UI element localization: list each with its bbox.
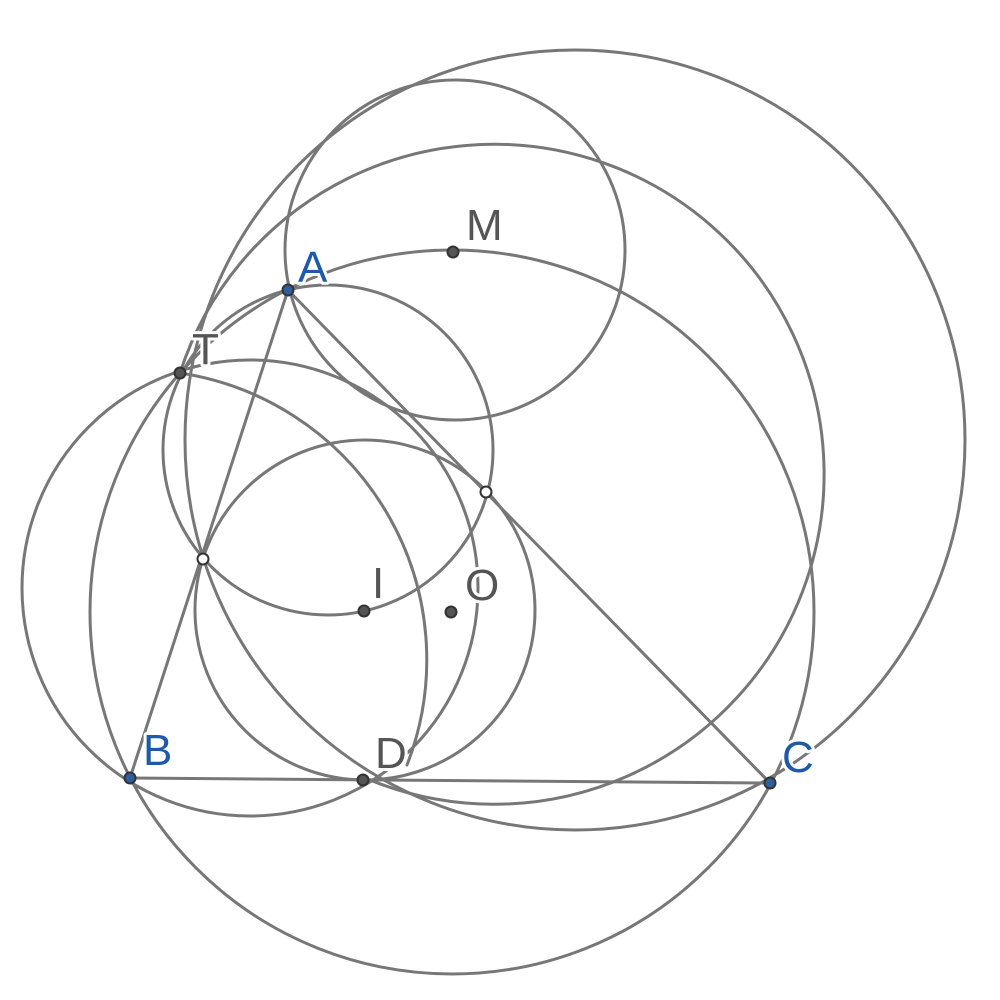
circle-left-through-b (20, 358, 480, 818)
point-o (444, 605, 458, 619)
point-i (357, 604, 371, 618)
label-c: C (782, 733, 814, 782)
labels-layer: A B C D M T I O (140, 198, 817, 785)
point-p (196, 552, 210, 566)
label-t: T (192, 325, 219, 374)
segment-bc (128, 776, 772, 785)
point-b (123, 771, 137, 785)
label-a: A (298, 243, 328, 292)
point-d (356, 773, 370, 787)
point-a (281, 283, 295, 297)
label-i: I (372, 559, 384, 608)
points-layer (123, 245, 777, 790)
circles-layer (20, 48, 967, 976)
label-b: B (143, 726, 172, 775)
triangle-sides-layer (128, 288, 772, 785)
arc-through-t-i-d (178, 371, 429, 767)
circle-through-a-and-t (161, 283, 495, 617)
circle-large-upper-right (183, 48, 967, 832)
label-d: D (375, 729, 407, 778)
label-m: M (466, 201, 503, 250)
segment-ab (128, 288, 290, 780)
point-t (173, 366, 187, 380)
point-q (479, 485, 493, 499)
point-c (763, 776, 777, 790)
point-m (446, 245, 460, 259)
segment-ac (286, 288, 772, 785)
circle-around-m (283, 78, 627, 422)
label-o: O (465, 561, 499, 610)
